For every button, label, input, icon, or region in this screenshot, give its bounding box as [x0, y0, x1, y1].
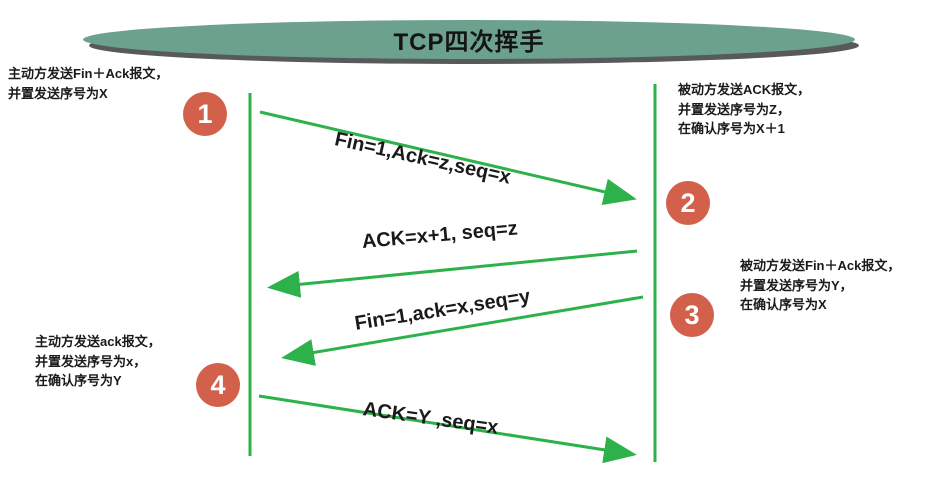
note-line: 并置发送序号为x， — [35, 353, 147, 369]
note-line: 在确认序号为X＋1 — [678, 121, 785, 136]
arrow-fin — [259, 110, 637, 206]
note-line: 并置发送序号为Y， — [740, 277, 853, 293]
note-line: 并置发送序号为Z， — [678, 101, 790, 117]
title-banner: TCP四次挥手 — [83, 20, 855, 59]
note-initiator-fin: 主动方发送Fin＋Ack报文， 并置发送序号为X — [8, 64, 168, 103]
step-3-badge: 3 — [670, 293, 714, 337]
note-line: 在确认序号为X — [740, 297, 827, 312]
step-4-badge: 4 — [196, 363, 240, 407]
step-2-badge: 2 — [666, 181, 710, 225]
note-responder-ack: 被动方发送ACK报文， 并置发送序号为Z， 在确认序号为X＋1 — [678, 80, 810, 139]
note-responder-fin: 被动方发送Fin＋Ack报文， 并置发送序号为Y， 在确认序号为X — [740, 256, 900, 315]
note-line: 主动方发送Fin＋Ack报文， — [8, 66, 169, 81]
note-line: 主动方发送ack报文， — [35, 334, 161, 349]
arrow-fin2 — [281, 295, 644, 366]
note-line: 被动方发送Fin＋Ack报文， — [740, 258, 901, 273]
note-line: 在确认序号为Y — [35, 373, 122, 388]
step-1-badge: 1 — [183, 92, 227, 136]
diagram-title: TCP四次挥手 — [393, 29, 545, 56]
arrow-ack — [267, 249, 638, 298]
arrow-ack2 — [258, 394, 637, 464]
note-line: 并置发送序号为X — [8, 85, 108, 101]
note-initiator-ack: 主动方发送ack报文， 并置发送序号为x， 在确认序号为Y — [35, 332, 161, 391]
note-line: 被动方发送ACK报文， — [678, 82, 811, 97]
